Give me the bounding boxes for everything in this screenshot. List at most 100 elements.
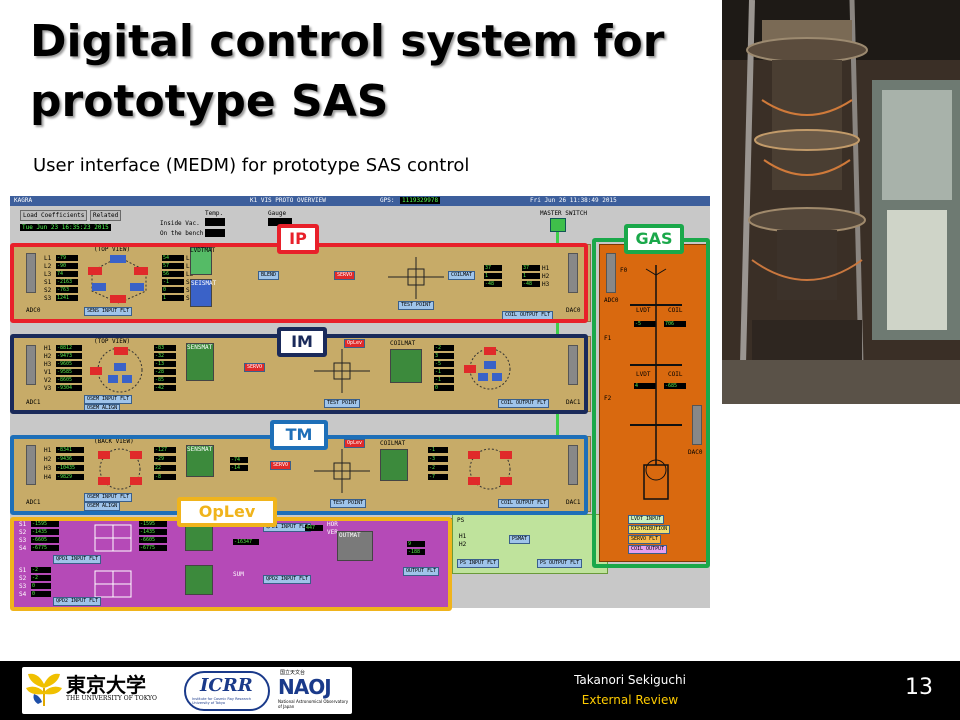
oplev-outmat-matrix[interactable] bbox=[337, 531, 373, 561]
oplev-qpd2-matrix[interactable] bbox=[185, 565, 213, 595]
oplev-qpd1-input-button[interactable]: QPD1 INPUT FLT bbox=[53, 555, 102, 564]
slide-footer: 東京大学 THE UNIVERSITY OF TOKYO ICRR Instit… bbox=[0, 661, 960, 720]
gas-f2-coil: -685 bbox=[664, 383, 686, 389]
utokyo-ginkgo-logo-icon bbox=[26, 673, 62, 706]
tm-mid-2: -14 bbox=[230, 465, 248, 471]
ip-servo-button[interactable]: SERVO bbox=[334, 271, 356, 280]
ip-left-readouts: L1 L2 L3 S1 S2 S3 -79 -90 74 -2163 -763 … bbox=[44, 255, 78, 303]
gas-lvdt-input-button[interactable]: LVDT INPUT bbox=[628, 515, 665, 524]
oplev-qpd1-readouts: S1 S2 S3 S4 -1595 -1435 -6605 -6775 bbox=[19, 521, 69, 557]
tm-servo-button[interactable]: SERVO bbox=[270, 461, 292, 470]
oplev-output-flt-button[interactable]: OUTPUT FLT bbox=[403, 567, 440, 576]
tm-right-readouts: -127 -29 22 -8 bbox=[154, 447, 180, 483]
im-tag: IM bbox=[277, 327, 327, 357]
im-coil-output-button[interactable]: COIL OUTPUT FLT bbox=[498, 399, 550, 408]
temp-inside-readout bbox=[205, 218, 225, 226]
gas-chain-diagram bbox=[630, 265, 682, 500]
tm-coilmat-matrix[interactable] bbox=[380, 449, 408, 481]
tm-mid-1: -74 bbox=[230, 457, 248, 463]
oplev-v-value: 9 bbox=[407, 541, 425, 547]
ip-out-h1: 37 bbox=[484, 265, 502, 271]
ps-label: PS bbox=[457, 517, 465, 524]
utokyo-name-jp: 東京大学 bbox=[66, 673, 146, 697]
gas-highlight-frame bbox=[592, 238, 710, 568]
temp-label: Temp. bbox=[205, 210, 224, 217]
event-name: External Review bbox=[581, 693, 679, 707]
tm-osem-input-button[interactable]: OSEM INPUT FLT bbox=[84, 493, 133, 502]
ip-coilmat-button[interactable]: COILMAT bbox=[448, 271, 476, 280]
slide-title: Digital control system for prototype SAS bbox=[30, 16, 665, 127]
im-osem-input-button[interactable]: OSEM INPUT FLT bbox=[84, 395, 133, 404]
icrr-logo-text: ICRR bbox=[200, 675, 253, 696]
gauge-label: Gauge bbox=[268, 210, 287, 217]
ip-highlight-frame bbox=[10, 243, 588, 323]
oplev-highlight-frame bbox=[10, 517, 452, 611]
oplev-qpd2-output-button[interactable]: QPD2 INPUT FLT bbox=[263, 575, 312, 584]
tm-test-point-button[interactable]: TEST POINT bbox=[330, 499, 367, 508]
tm-out-readouts: -1 -3 -2 -7 bbox=[422, 447, 452, 483]
utokyo-name-en: THE UNIVERSITY OF TOKYO bbox=[66, 695, 157, 702]
gas-adc-bar bbox=[606, 253, 616, 293]
slide-subtitle: User interface (MEDM) for prototype SAS … bbox=[33, 155, 470, 176]
gas-distribution-button[interactable]: DISTRIBUTION bbox=[628, 525, 671, 534]
gauge-readout bbox=[268, 218, 292, 226]
ps-panel: PS H1 H2 PSMAT PS INPUT FLT PS OUTPUT FL… bbox=[452, 514, 608, 574]
oplev-ver-value: -188 bbox=[407, 549, 425, 555]
im-adc-bar bbox=[26, 345, 36, 385]
presenter-name: Takanori Sekiguchi bbox=[574, 673, 686, 687]
oplev-outmat-label: OUTMAT bbox=[339, 532, 361, 539]
tm-oplev-button[interactable]: OpLev bbox=[344, 439, 366, 448]
im-top-view-diagram bbox=[90, 347, 143, 393]
ip-out2-h3: -48 bbox=[522, 281, 540, 287]
oplev-tag: OpLev bbox=[177, 497, 277, 527]
ip-test-point-button[interactable]: TEST POINT bbox=[398, 301, 435, 310]
im-sensmat-matrix[interactable] bbox=[186, 343, 214, 381]
gas-servo-flt-button[interactable]: SERVO FLT bbox=[628, 535, 662, 544]
tm-back-view-diagram bbox=[98, 448, 142, 490]
ip-lvdtmat-matrix[interactable] bbox=[190, 247, 212, 275]
tm-tag: TM bbox=[270, 420, 328, 450]
datetime: Fri Jun 26 11:38:49 2015 bbox=[530, 197, 617, 204]
gas-f1-lvdt: -5 bbox=[634, 321, 656, 327]
master-switch-label: MASTER SWITCH bbox=[540, 210, 587, 217]
oplev-hor-value: 447 bbox=[305, 525, 323, 531]
tm-back-view-diagram-right bbox=[468, 448, 512, 490]
ip-lvdtmat-label: LVDTMAT bbox=[190, 247, 216, 254]
gps-value: 1119329978 bbox=[400, 197, 441, 204]
oplev-qpd1-diagram bbox=[94, 524, 132, 552]
tm-sensmat-matrix[interactable] bbox=[186, 445, 214, 477]
ps-output-button[interactable]: PS OUTPUT FLT bbox=[537, 559, 583, 568]
im-servo-button[interactable]: SERVO bbox=[244, 363, 266, 372]
tm-coil-output-button[interactable]: COIL OUTPUT FLT bbox=[498, 499, 550, 508]
ip-dac-label: DAC0 bbox=[566, 307, 581, 314]
im-test-point-button[interactable]: TEST POINT bbox=[324, 399, 361, 408]
related-button[interactable]: Related bbox=[90, 210, 122, 221]
gas-f2-lvdt: 4 bbox=[634, 383, 656, 389]
ip-blend-button[interactable]: BLEND bbox=[258, 271, 280, 280]
ps-psmat-button[interactable]: PSMAT bbox=[509, 535, 531, 544]
im-oplev-button[interactable]: OpLev bbox=[344, 339, 366, 348]
ip-adc-bar bbox=[26, 253, 36, 293]
oplev-qpd2-input-button[interactable]: QPD2 INPUT FLT bbox=[53, 597, 102, 606]
tm-dac-bar bbox=[568, 445, 578, 485]
im-top-view-diagram-right bbox=[464, 347, 511, 390]
ip-sens-input-button[interactable]: SENS INPUT FLT bbox=[84, 307, 133, 316]
master-switch[interactable] bbox=[550, 218, 566, 232]
tm-osem-align-button[interactable]: OSEM ALIGN bbox=[84, 502, 121, 511]
im-dac-label: DAC1 bbox=[566, 399, 581, 406]
tm-left-readouts: H1 H2 H3 H4 -8341 -9436 -10435 -9829 bbox=[44, 447, 84, 483]
page-number: 13 bbox=[905, 675, 933, 700]
prototype-sas-photo bbox=[722, 0, 960, 404]
load-time: Tue Jun 23 16:35:23 2015 bbox=[20, 224, 111, 231]
ps-input-button[interactable]: PS INPUT FLT bbox=[457, 559, 500, 568]
gas-coil-output-button[interactable]: COIL OUTPUT bbox=[628, 545, 668, 554]
load-coefficients-button[interactable]: Load Coefficients bbox=[20, 210, 88, 221]
ip-top-view-diagram bbox=[88, 255, 148, 304]
im-coilmat-matrix[interactable] bbox=[390, 349, 422, 383]
ip-seismat-matrix[interactable] bbox=[190, 279, 212, 307]
ip-test-point-diagram bbox=[388, 257, 444, 299]
im-adc-label: ADC1 bbox=[26, 399, 41, 406]
ip-adc-label: ADC0 bbox=[26, 307, 41, 314]
gas-tag: GAS bbox=[624, 224, 684, 254]
ip-stage-panel: ADC0 DAC0 (TOP VIEW) L1 L2 L3 S1 S2 S3 -… bbox=[13, 244, 591, 322]
